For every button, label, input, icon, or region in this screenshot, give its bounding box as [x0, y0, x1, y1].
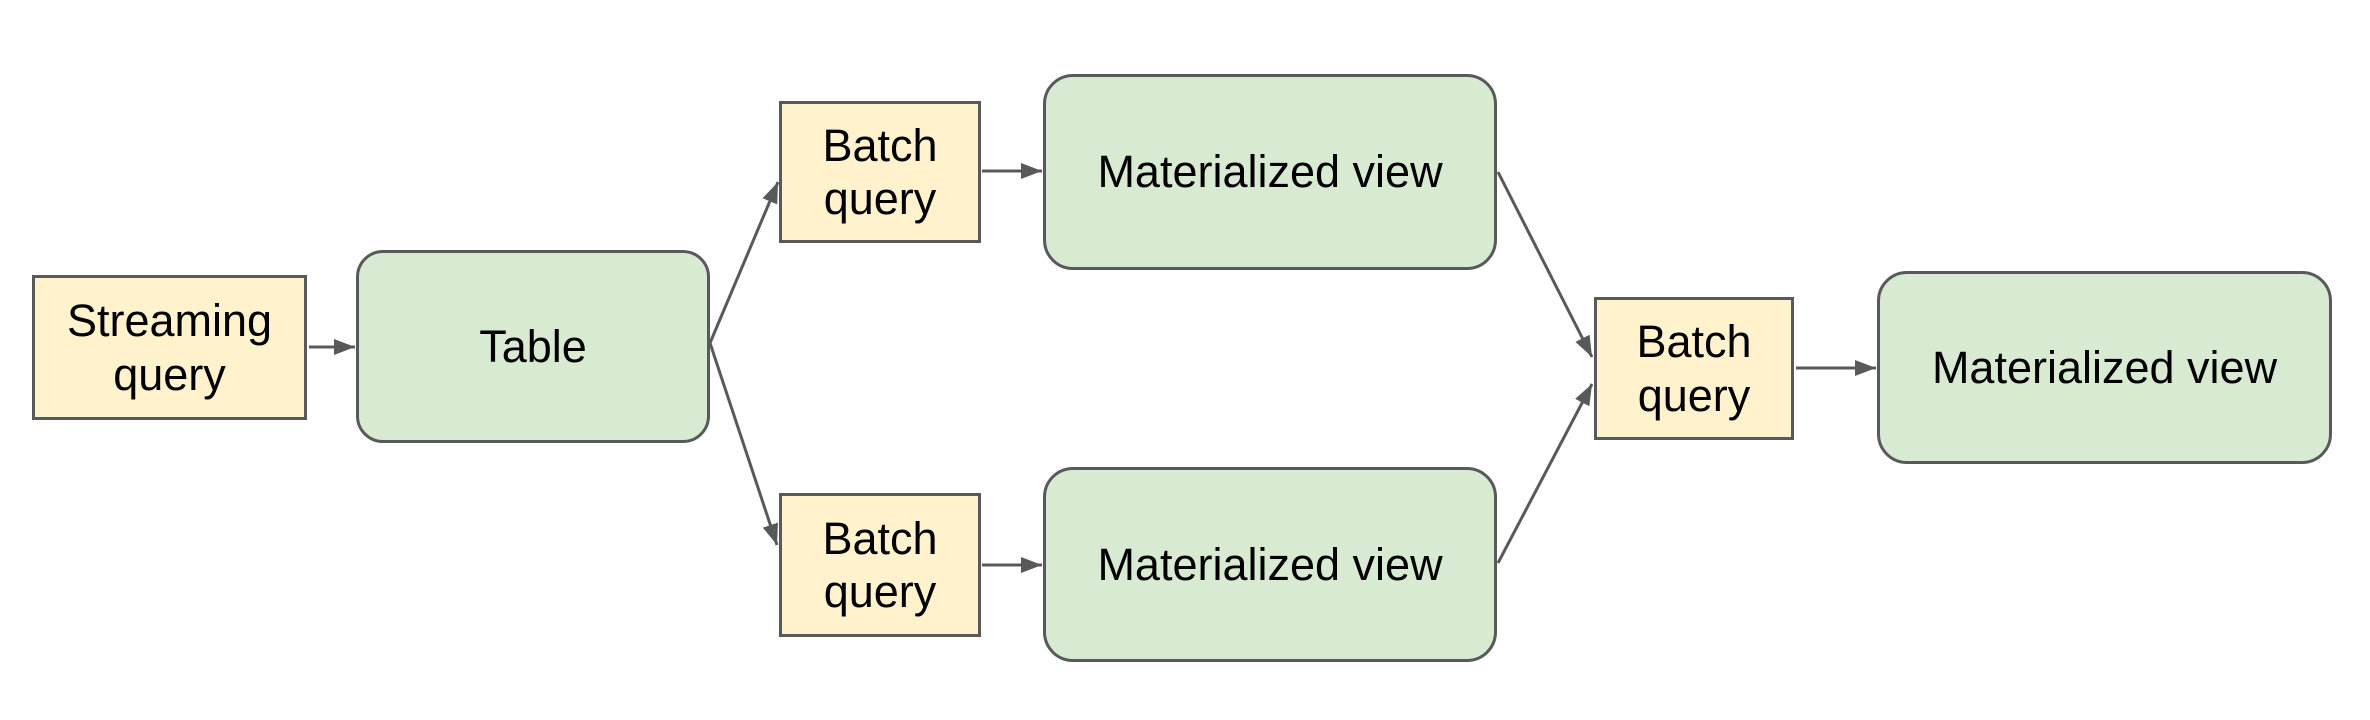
edge-table-to-batch-query-top	[708, 181, 780, 344]
node-table: Table	[356, 250, 710, 443]
edge-materialized-view-bottom-to-batch-query-right	[1496, 383, 1594, 564]
node-streaming-query: Streaming query	[32, 275, 307, 420]
node-batch-query-bottom: Batch query	[779, 493, 981, 637]
node-materialized-view-right: Materialized view	[1877, 271, 2332, 464]
node-materialized-view-bottom: Materialized view	[1043, 467, 1497, 662]
edge-table-to-batch-query-bottom	[708, 342, 779, 546]
edge-materialized-view-top-to-batch-query-right	[1496, 171, 1594, 358]
node-batch-query-right: Batch query	[1594, 297, 1794, 440]
node-materialized-view-top: Materialized view	[1043, 74, 1497, 270]
node-batch-query-top: Batch query	[779, 101, 981, 243]
